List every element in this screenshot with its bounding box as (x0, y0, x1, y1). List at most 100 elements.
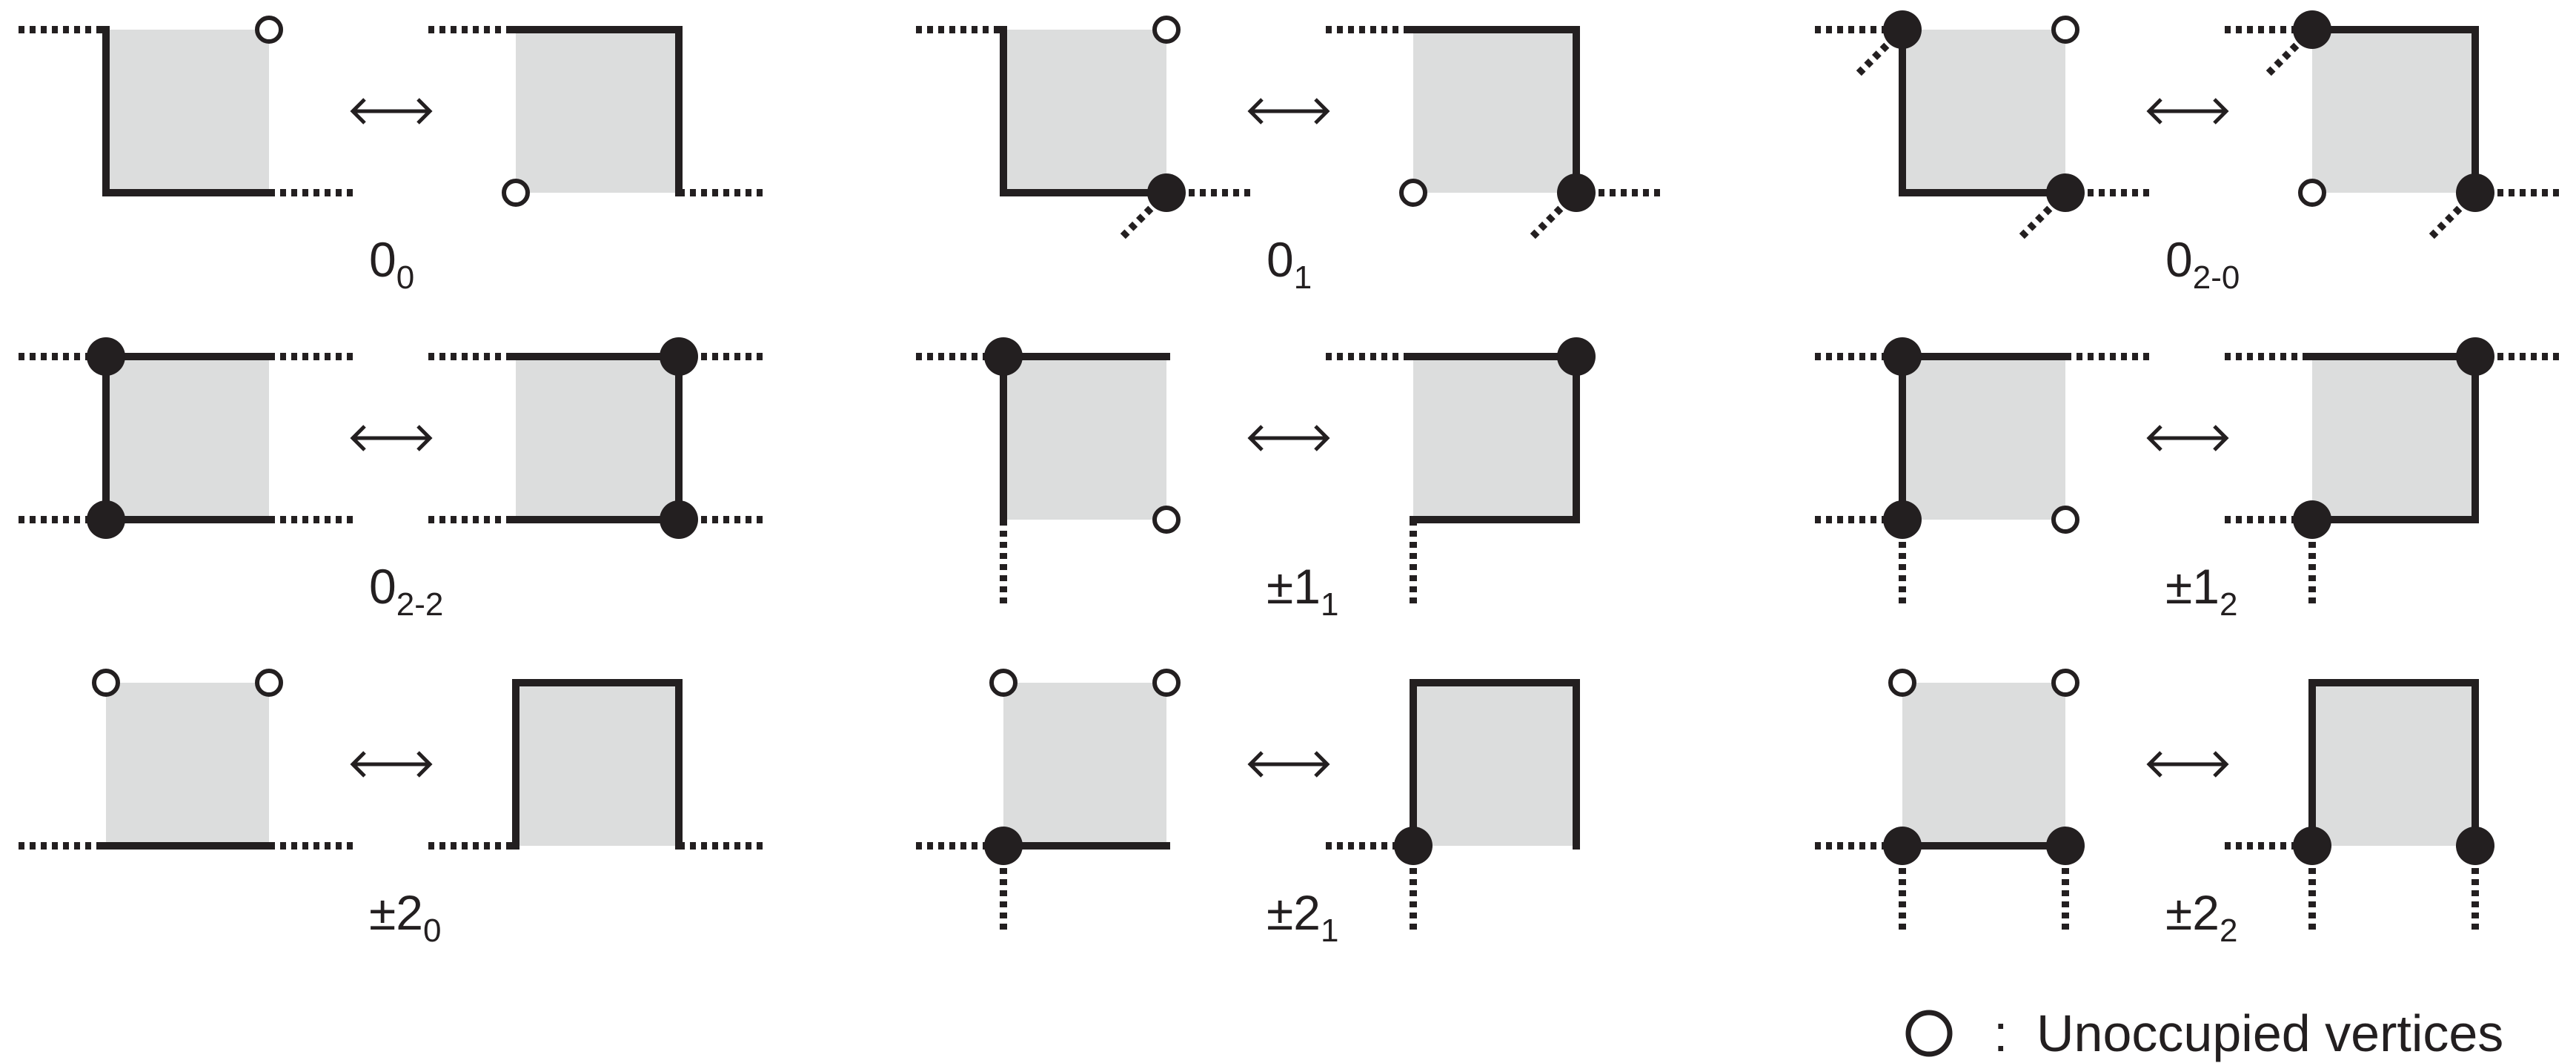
panel-label-sub: 1 (1294, 259, 1312, 296)
plaquette-after (2312, 357, 2475, 520)
occupied-vertex-icon (660, 500, 698, 539)
arrow-head-left (1247, 751, 1264, 778)
panel-label-sub: 1 (1321, 913, 1338, 949)
arrow-head-left (2146, 98, 2162, 125)
legend: : Unoccupied vertices (1905, 1004, 2503, 1062)
panel-0_2-0: 02-0 (1815, 10, 2563, 296)
occupied-vertex-icon (1883, 10, 1922, 49)
panel-label: ±22 (2165, 885, 2237, 949)
plaquette-after (2312, 30, 2475, 193)
unoccupied-vertex-icon (502, 179, 530, 207)
arrow-head-left (350, 751, 366, 778)
panel-pm1_2: ±12 (1815, 337, 2563, 623)
legend-unoccupied-vertex-icon (1905, 1010, 1953, 1057)
unoccupied-vertex-icon (92, 669, 120, 697)
arrow-head-right (1314, 98, 1330, 125)
plaquette-before (1003, 30, 1166, 193)
panel-label: ±11 (1267, 559, 1338, 623)
arrow-head-left (350, 425, 366, 451)
plaquette-before (1902, 357, 2065, 520)
unoccupied-vertex-icon (1152, 669, 1181, 697)
plaquette-after (1413, 683, 1576, 846)
plaquette-after (2312, 683, 2475, 846)
occupied-vertex-icon (2293, 10, 2331, 49)
occupied-vertex-icon (2046, 827, 2085, 865)
panel-label-sub: 2 (2220, 586, 2237, 623)
occupied-vertex-icon (2456, 173, 2494, 212)
panel-label: ±20 (369, 885, 441, 949)
plaquette-before (106, 30, 269, 193)
occupied-vertex-icon (1883, 827, 1922, 865)
panel-0_2-2: 02-2 (19, 337, 766, 623)
panel-label-main: 0 (369, 559, 396, 614)
arrow-head-left (350, 98, 366, 125)
occupied-vertex-icon (1883, 337, 1922, 376)
plaquette-after (1413, 357, 1576, 520)
plaquette-before (1003, 683, 1166, 846)
panel-label: 01 (1267, 232, 1312, 296)
arrow-head-right (416, 425, 433, 451)
unoccupied-vertex-icon (2051, 506, 2079, 534)
arrow-head-right (1314, 425, 1330, 451)
unoccupied-vertex-icon (1888, 669, 1916, 697)
plaquette-after (516, 30, 679, 193)
unoccupied-vertex-icon (2298, 179, 2326, 207)
panel-label-main: ±2 (2165, 885, 2220, 940)
panel-pm2_2: ±22 (1815, 669, 2494, 949)
plaquette-before (1003, 357, 1166, 520)
occupied-vertex-icon (1883, 500, 1922, 539)
panel-label: 00 (369, 232, 414, 296)
panel-pm2_1: ±21 (916, 669, 1580, 949)
panel-label-main: ±2 (1267, 885, 1321, 940)
plaquette-before (106, 683, 269, 846)
panel-label-main: 0 (2165, 232, 2193, 287)
arrow-head-right (416, 751, 433, 778)
plaquette-after (1413, 30, 1576, 193)
unoccupied-vertex-icon (989, 669, 1018, 697)
plaquette-before (1902, 683, 2065, 846)
plaquette-before (106, 357, 269, 520)
panel-label-sub: 2 (2220, 913, 2237, 949)
occupied-vertex-icon (2293, 827, 2331, 865)
unoccupied-vertex-icon (1399, 179, 1427, 207)
panel-pm1_1: ±11 (916, 337, 1596, 623)
panel-pm2_0: ±20 (19, 669, 766, 949)
occupied-vertex-icon (1557, 337, 1596, 376)
unoccupied-vertex-icon (2051, 669, 2079, 697)
plaquette-after (516, 357, 679, 520)
panel-label-main: 0 (1267, 232, 1294, 287)
occupied-vertex-icon (1557, 173, 1596, 212)
panel-label-sub: 0 (396, 259, 414, 296)
arrow-head-right (2213, 751, 2229, 778)
plaquette-after (516, 683, 679, 846)
arrow-head-right (1314, 751, 1330, 778)
plaquette-before (1902, 30, 2065, 193)
panel-label-main: ±2 (369, 885, 423, 940)
panel-0_0: 00 (19, 16, 766, 296)
occupied-vertex-icon (984, 827, 1023, 865)
panel-label: ±21 (1267, 885, 1338, 949)
panel-label-sub: 1 (1321, 586, 1338, 623)
arrow-head-left (2146, 751, 2162, 778)
arrow-head-left (1247, 98, 1264, 125)
occupied-vertex-icon (660, 337, 698, 376)
arrow-head-right (2213, 425, 2229, 451)
panel-label-main: 0 (369, 232, 396, 287)
panel-label-sub: 2-0 (2193, 259, 2240, 296)
occupied-vertex-icon (984, 337, 1023, 376)
occupied-vertex-icon (1147, 173, 1186, 212)
occupied-vertex-icon (87, 500, 125, 539)
arrow-head-left (1247, 425, 1264, 451)
unoccupied-vertex-icon (2051, 16, 2079, 44)
arrow-head-right (416, 98, 433, 125)
panel-label-main: ±1 (2165, 559, 2220, 614)
panel-label: ±12 (2165, 559, 2237, 623)
panel-label-sub: 0 (423, 913, 441, 949)
legend-label: Unoccupied vertices (2036, 1004, 2503, 1062)
panel-label-main: ±1 (1267, 559, 1321, 614)
unoccupied-vertex-icon (1152, 506, 1181, 534)
arrow-head-left (2146, 425, 2162, 451)
arrow-head-right (2213, 98, 2229, 125)
